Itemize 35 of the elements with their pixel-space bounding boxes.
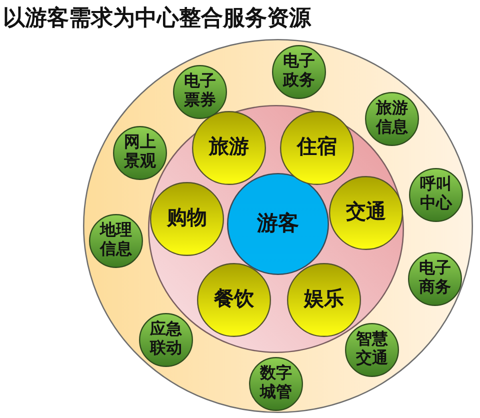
node-label: 交通	[346, 201, 386, 225]
node-label: 旅游信息	[374, 100, 409, 138]
service-circle	[409, 168, 463, 222]
core-service-circle	[197, 263, 271, 337]
node-label: 游客	[257, 212, 299, 236]
core-service-circle	[192, 111, 266, 185]
node-label: 餐饮	[214, 288, 254, 312]
service-circle	[408, 252, 462, 306]
service-circle	[272, 45, 326, 99]
node-label: 智慧交通	[354, 331, 389, 369]
outer-ring-circle	[83, 39, 473, 413]
node-label: 旅游	[209, 136, 249, 160]
node-label: 娱乐	[304, 288, 344, 312]
service-circle	[89, 214, 143, 268]
service-circle	[139, 313, 193, 367]
core-service-circle	[280, 111, 354, 185]
node-label: 住宿	[297, 136, 337, 160]
node-label: 呼叫中心	[418, 176, 454, 214]
node-label: 电子票券	[182, 73, 217, 111]
diagram-title: 以游客需求为中心整合服务资源	[3, 4, 311, 32]
service-circle	[345, 323, 399, 377]
service-circle	[249, 357, 303, 411]
node-label: 电子商务	[418, 260, 452, 298]
service-circle	[113, 126, 167, 180]
node-label: 购物	[167, 207, 207, 231]
node-label: 地理信息	[98, 222, 133, 260]
center-circle	[227, 173, 329, 275]
core-service-circle	[150, 182, 224, 256]
node-label: 网上景观	[122, 134, 157, 172]
node-label: 应急联动	[148, 321, 183, 359]
node-label: 数字城管	[258, 365, 293, 403]
service-circle	[173, 65, 227, 119]
node-label: 电子政务	[282, 53, 316, 91]
service-circle	[365, 92, 419, 146]
core-service-circle	[329, 176, 403, 250]
